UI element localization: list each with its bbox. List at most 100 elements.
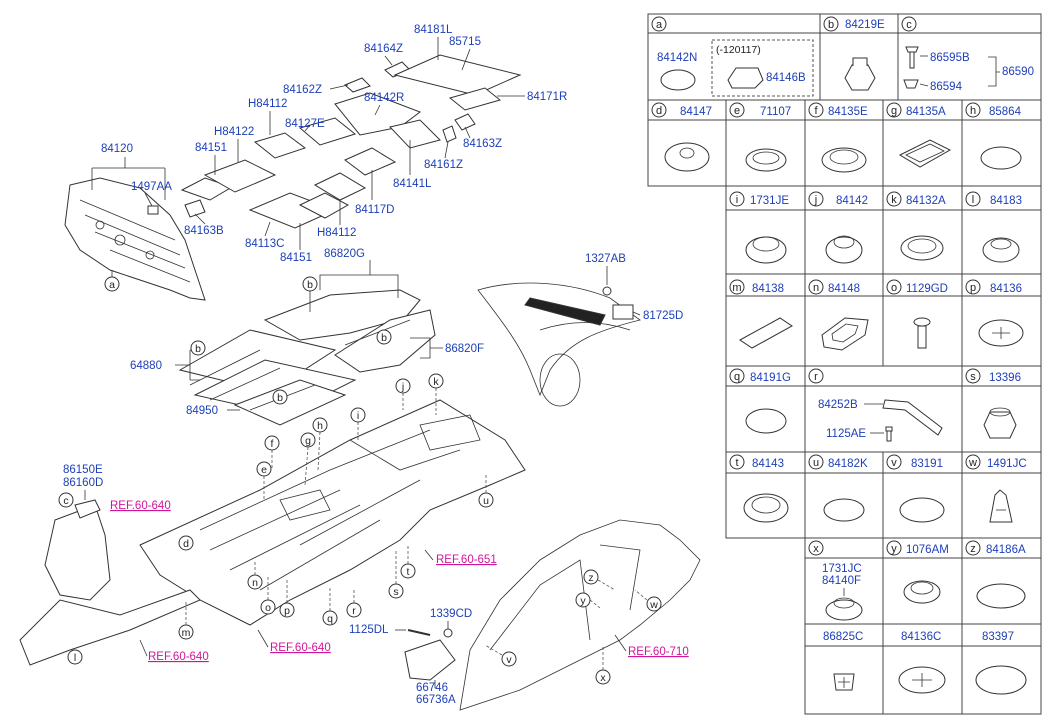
callout-p: p [279, 578, 295, 618]
callout-r: r [346, 590, 362, 618]
svg-text:84136C: 84136C [901, 631, 941, 643]
svg-text:84146B: 84146B [766, 72, 806, 84]
ref-60-640-lower[interactable]: REF.60-640 [148, 651, 209, 663]
car-rear-outline [477, 282, 641, 407]
ref-60-640-middle[interactable]: REF.60-640 [270, 642, 331, 654]
legend-cell-t: t 84143 [729, 454, 789, 523]
svg-text:y: y [891, 543, 897, 555]
svg-text:x: x [600, 672, 606, 684]
svg-text:x: x [813, 543, 819, 555]
svg-text:84182K: 84182K [828, 458, 868, 470]
svg-text:84135A: 84135A [906, 106, 946, 118]
ref-60-710[interactable]: REF.60-710 [628, 646, 689, 658]
legend-cell-r: r 84252B 1125AE [808, 368, 943, 442]
floor-covers [178, 289, 436, 426]
legend-cell-86825C: 86825C [823, 631, 863, 691]
part-label-1339CD: 1339CD [430, 608, 472, 620]
svg-text:84142: 84142 [836, 195, 868, 207]
legend-grid [647, 13, 1042, 715]
svg-text:w: w [968, 457, 977, 469]
svg-text:86594: 86594 [930, 81, 963, 93]
svg-text:o: o [891, 282, 897, 294]
svg-text:1491JC: 1491JC [987, 458, 1027, 470]
callout-h: h [312, 417, 328, 471]
callout-j: j [395, 378, 411, 410]
legend-cell-y: y 1076AM [886, 540, 949, 604]
svg-text:84138: 84138 [752, 283, 784, 295]
part-label-86820G: 86820G [324, 248, 365, 260]
legend-cell-m: m 84138 [729, 279, 793, 349]
svg-text:f: f [271, 438, 274, 450]
callout-g: g [300, 432, 316, 486]
svg-text:84186A: 84186A [986, 544, 1026, 556]
svg-text:q: q [734, 371, 740, 383]
svg-text:b: b [307, 279, 313, 291]
svg-text:84252B: 84252B [818, 399, 858, 411]
callout-w: w [634, 589, 662, 612]
svg-text:l: l [972, 194, 974, 206]
part-label-66746: 66746 [416, 682, 448, 694]
legend-cell-g: g 84135A [886, 102, 952, 168]
svg-text:a: a [656, 19, 663, 31]
legend-cell-f: f 84135E [808, 102, 868, 173]
callout-a: a [104, 270, 120, 292]
svg-text:1125AE: 1125AE [826, 428, 866, 440]
legend-cell-i: i 1731JE [729, 191, 789, 264]
legend-cell-d: d 84147 [651, 102, 712, 172]
svg-text:84140F: 84140F [822, 575, 861, 587]
part-label-84950: 84950 [186, 405, 218, 417]
svg-text:84143: 84143 [752, 458, 784, 470]
svg-text:85864: 85864 [989, 106, 1022, 118]
callout-u: u [478, 475, 494, 508]
callout-c: c [58, 492, 74, 508]
callout-x: x [595, 645, 611, 685]
svg-text:p: p [284, 605, 290, 617]
part-label-84127E: 84127E [285, 118, 325, 130]
svg-text:b: b [195, 343, 201, 355]
svg-text:z: z [970, 543, 976, 555]
legend-cell-v: v 83191 [886, 454, 945, 523]
callout-b-3: b [376, 329, 392, 345]
legend-cell-a: a 84142N (-120117) 84146B [651, 16, 814, 97]
callout-n: n [247, 560, 263, 590]
svg-text:i: i [736, 194, 738, 206]
svg-text:13396: 13396 [989, 372, 1021, 384]
callout-q: q [322, 588, 338, 626]
callout-b-1: b [302, 276, 318, 312]
svg-text:n: n [252, 577, 258, 589]
callout-f: f [264, 435, 280, 470]
svg-text:v: v [891, 457, 897, 469]
svg-text:s: s [970, 371, 976, 383]
svg-text:i: i [357, 410, 359, 422]
legend-cell-q: q 84191G [729, 368, 791, 434]
svg-text:k: k [891, 194, 897, 206]
callouts: a b b b b c d e f g h i j k l m n o p q … [58, 270, 662, 685]
part-label-84164Z: 84164Z [364, 43, 403, 55]
callout-k: k [428, 373, 444, 415]
ref-60-640-upper[interactable]: REF.60-640 [110, 500, 171, 512]
part-label-H84122: H84122 [214, 126, 254, 138]
part-label-86820F: 86820F [445, 343, 484, 355]
svg-text:86825C: 86825C [823, 631, 863, 643]
callout-e: e [256, 461, 272, 500]
svg-text:86595B: 86595B [930, 52, 970, 64]
callout-y: y [575, 592, 601, 609]
legend-cell-u: u 84182K [808, 454, 868, 522]
svg-text:b: b [381, 332, 387, 344]
callout-t: t [400, 545, 416, 579]
part-label-81725D: 81725D [643, 310, 683, 322]
insulation-pads [180, 54, 522, 229]
part-label-1125DL: 1125DL [349, 624, 389, 636]
part-label-84117D: 84117D [355, 204, 394, 216]
svg-text:m: m [732, 282, 741, 294]
svg-text:84135E: 84135E [828, 106, 868, 118]
svg-text:83191: 83191 [911, 458, 943, 470]
ref-60-651[interactable]: REF.60-651 [436, 554, 497, 566]
svg-text:t: t [735, 457, 738, 469]
part-label-84151-lower: 84151 [280, 252, 312, 264]
part-label-84151: 84151 [195, 142, 227, 154]
svg-text:1076AM: 1076AM [906, 544, 949, 556]
svg-text:z: z [588, 572, 593, 584]
part-label-86160D: 86160D [63, 477, 103, 489]
svg-text:e: e [261, 464, 267, 476]
